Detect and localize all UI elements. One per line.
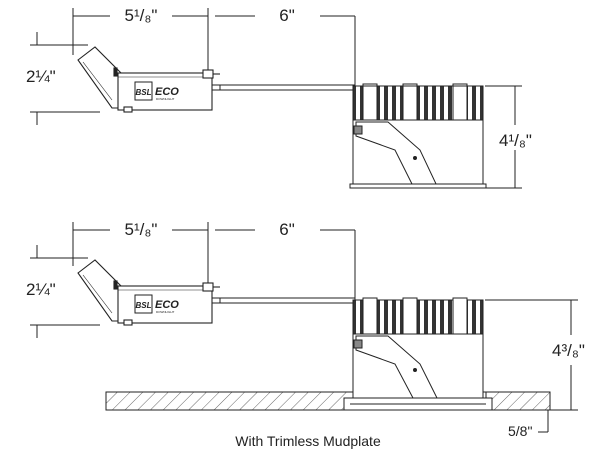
height-dimension-2: [485, 299, 578, 411]
width-dimension-2: [72, 222, 209, 290]
height-dim-label-2: 4³/₈": [552, 341, 585, 360]
series-text-2: ECO: [155, 299, 179, 311]
sub-text-2: DOWNLIGHT: [156, 310, 175, 314]
thickness-dimension: [538, 410, 549, 433]
height-dimension: [485, 85, 522, 189]
sub-text: DOWNLIGHT: [156, 97, 175, 101]
logo-badge: BSL ECO DOWNLIGHT: [134, 81, 179, 101]
logo-badge-2: BSL ECO DOWNLIGHT: [134, 294, 179, 314]
logo-text-2: BSL: [136, 301, 152, 310]
view-trimless-mudplate: 5¹/₈" 6" 2¼" BSL ECO DOW: [26, 220, 585, 449]
offset-dimension-2: [215, 229, 356, 300]
width-dim-label-2: 5¹/₈": [125, 220, 158, 239]
series-text: ECO: [155, 86, 179, 98]
thickness-dim-label: 5/8": [508, 423, 532, 439]
offset-dim-label-2: 6": [279, 220, 295, 239]
flex-conduit: [212, 84, 355, 91]
offset-dim-label: 6": [279, 6, 295, 25]
width-dimension: [72, 8, 209, 72]
junction-box: [77, 46, 220, 113]
jbox-height-dim-label-2: 2¼": [26, 280, 56, 299]
downlight-housing: [349, 83, 487, 189]
height-dim-label: 4¹/₈": [499, 131, 532, 150]
view-standard: 5¹/₈" 6" 2¼" BSL ECO: [26, 6, 532, 189]
jbox-height-dimension: [30, 32, 100, 125]
flex-conduit-2: [212, 297, 355, 304]
junction-box-2: [77, 259, 220, 326]
offset-dimension: [215, 15, 356, 86]
logo-text: BSL: [136, 88, 152, 97]
jbox-height-dimension-2: [30, 245, 100, 338]
jbox-height-dim-label: 2¼": [26, 67, 56, 86]
caption: With Trimless Mudplate: [235, 433, 381, 449]
downlight-housing-2: [343, 297, 493, 411]
mudplate-ceiling: [105, 391, 551, 411]
width-dim-label: 5¹/₈": [125, 6, 158, 25]
